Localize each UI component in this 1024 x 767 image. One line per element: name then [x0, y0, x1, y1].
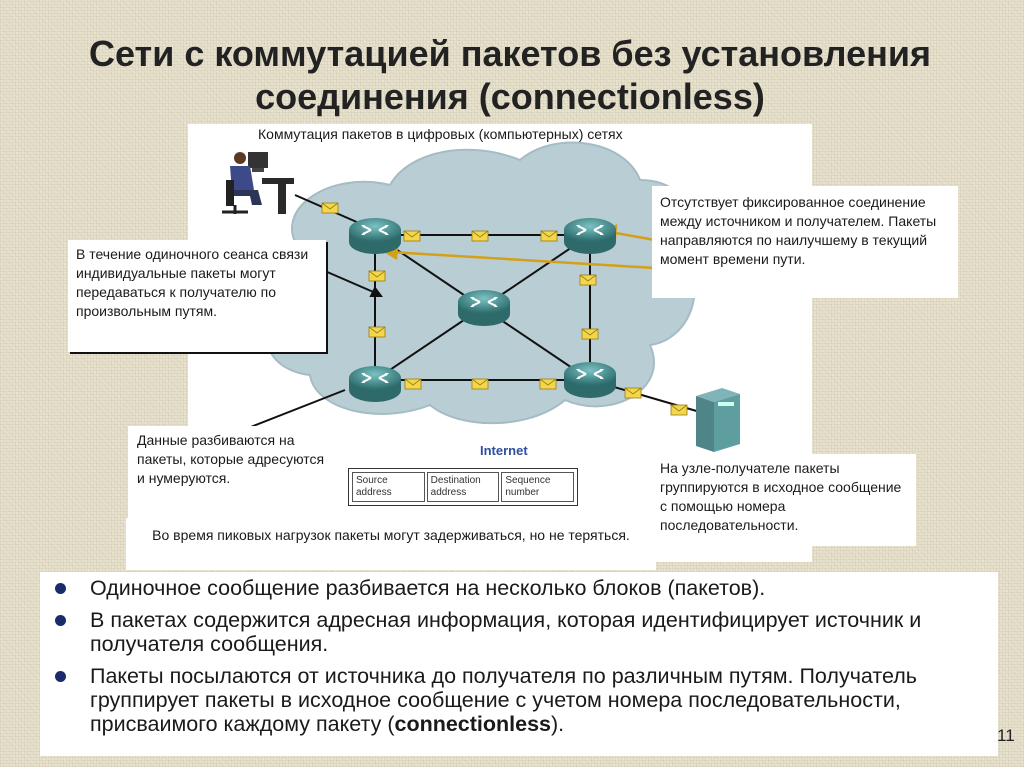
envelope-icon	[321, 202, 339, 214]
callout-left-text: В течение одиночного сеанса связи индиви…	[76, 246, 309, 319]
bullet-list: Одиночное сообщение разбивается на неско…	[40, 572, 998, 756]
envelope-icon	[368, 326, 386, 338]
bullet-text-bold: connectionless	[394, 712, 551, 736]
bullet-item: В пакетах содержится адресная информация…	[40, 608, 998, 656]
envelope-icon	[471, 378, 489, 390]
callout-bottom-left-text: Данные разбиваются на пакеты, которые ад…	[137, 432, 325, 486]
bullet-text: Одиночное сообщение разбивается на неско…	[90, 576, 766, 600]
router-icon	[563, 217, 617, 255]
envelope-icon	[579, 274, 597, 286]
bullet-item: Пакеты посылаются от источника до получа…	[40, 664, 998, 736]
title-line2-prefix: соединения (	[255, 76, 491, 117]
callout-bottom-center: Во время пиковых нагрузок пакеты могут з…	[126, 518, 656, 570]
packet-field-sequence: Sequence number	[501, 472, 575, 502]
callout-bottom-left: Данные разбиваются на пакеты, которые ад…	[128, 426, 340, 520]
page-number: 11	[997, 726, 1015, 745]
envelope-icon	[368, 270, 386, 282]
envelope-icon	[404, 378, 422, 390]
router-icon	[348, 365, 402, 403]
bullet-text: В пакетах содержится адресная информация…	[90, 608, 922, 656]
callout-right: Отсутствует фиксированное соединение меж…	[652, 186, 958, 298]
envelope-icon	[403, 230, 421, 242]
envelope-icon	[539, 378, 557, 390]
callout-right-text: Отсутствует фиксированное соединение меж…	[660, 194, 937, 267]
callout-left: В течение одиночного сеанса связи индиви…	[68, 240, 326, 352]
pointer-arrows	[237, 267, 383, 433]
bullet-dot-icon	[55, 671, 66, 682]
packet-field-source: Source address	[352, 472, 425, 502]
bullet-text-suffix: ).	[551, 712, 565, 736]
bullet-dot-icon	[55, 583, 66, 594]
bullet-item: Одиночное сообщение разбивается на неско…	[40, 576, 998, 600]
diagram-title: Коммутация пакетов в цифровых (компьютер…	[258, 126, 623, 142]
callout-bottom-right-text: На узле-получателе пакеты группируются в…	[660, 460, 902, 533]
internet-label: Internet	[480, 443, 528, 458]
bullet-text-prefix: Пакеты посылаются от источника до получа…	[90, 664, 917, 736]
packet-field-destination: Destination address	[426, 472, 500, 502]
envelope-icon	[670, 404, 688, 416]
envelope-icon	[581, 328, 599, 340]
envelope-icon	[471, 230, 489, 242]
user-at-computer-icon	[222, 152, 294, 214]
title-line2-bold: connectionless	[490, 76, 753, 117]
callout-bottom-center-text: Во время пиковых нагрузок пакеты могут з…	[152, 527, 630, 543]
router-icon	[457, 289, 511, 327]
server-icon	[696, 388, 740, 452]
bullet-dot-icon	[55, 615, 66, 626]
callout-bottom-right: На узле-получателе пакеты группируются в…	[652, 454, 916, 546]
router-icon	[563, 361, 617, 399]
title-line2-suffix: )	[752, 76, 765, 117]
cloud-icon	[262, 141, 696, 425]
slide-title: Сети с коммутацией пакетов без установле…	[40, 32, 980, 118]
envelope-icon	[540, 230, 558, 242]
title-line1: Сети с коммутацией пакетов без установле…	[89, 33, 931, 74]
router-icon	[348, 217, 402, 255]
packet-header-table: Source address Destination address Seque…	[348, 468, 578, 506]
envelope-icon	[624, 387, 642, 399]
